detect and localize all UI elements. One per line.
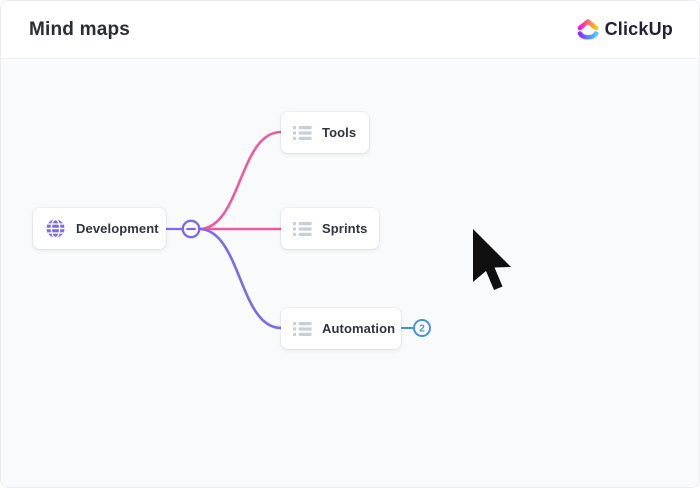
badge-count: 2 [419, 324, 425, 335]
header: Mind maps [1, 1, 699, 59]
node-sprints[interactable]: Sprints [281, 208, 379, 249]
mindmap-canvas[interactable]: Development Tools [1, 59, 699, 487]
clickup-logo: ClickUp [576, 17, 673, 43]
node-automation[interactable]: Automation [281, 308, 401, 349]
link-to-automation [197, 227, 283, 330]
link-to-tools [197, 130, 283, 231]
clickup-wordmark: ClickUp [604, 19, 673, 39]
node-tools[interactable]: Tools [281, 112, 369, 153]
list-icon [293, 125, 312, 141]
node-label: Development [76, 221, 159, 236]
list-icon [293, 221, 312, 237]
node-label: Automation [322, 321, 396, 336]
list-icon [293, 321, 312, 337]
link-lines [166, 130, 413, 330]
badge-circle [413, 319, 431, 337]
page-title: Mind maps [29, 18, 131, 40]
clickup-mark-icon [576, 17, 600, 43]
node-label: Tools [322, 125, 357, 140]
collapse-toggle-button[interactable] [180, 218, 202, 240]
expand-badge-button[interactable]: 2 [411, 317, 433, 339]
globe-icon [45, 218, 66, 239]
node-label: Sprints [322, 221, 368, 236]
node-development[interactable]: Development [33, 208, 166, 249]
